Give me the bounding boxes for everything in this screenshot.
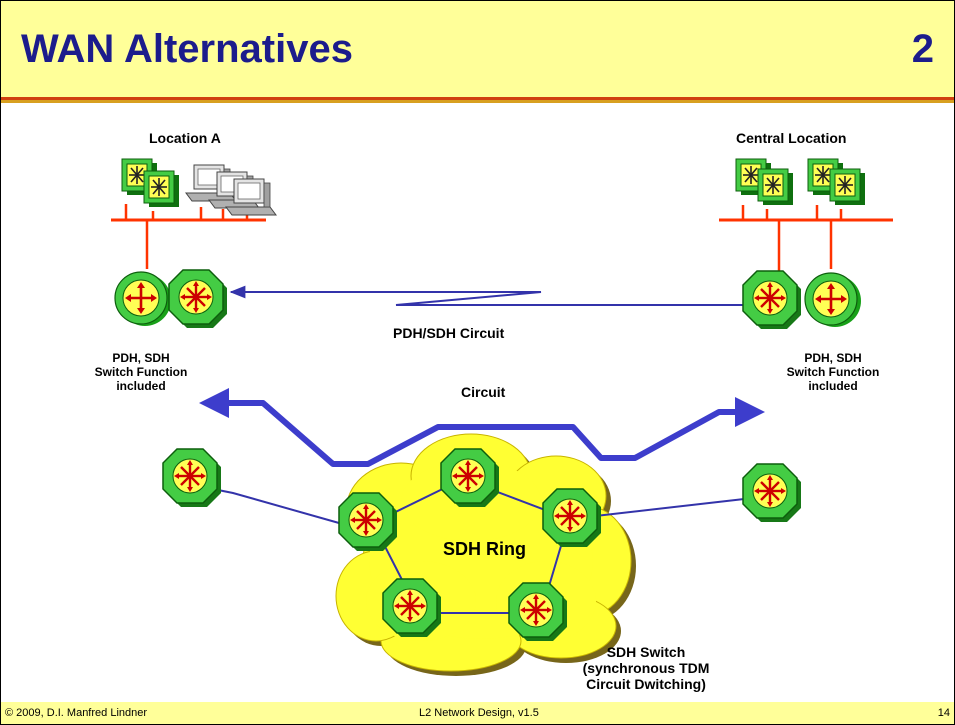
title-rule-gold bbox=[1, 100, 954, 103]
footer-course: L2 Network Design, v1.5 bbox=[419, 707, 539, 719]
outer-switch-left-icon bbox=[161, 447, 223, 509]
sdh-switch-caption-line: SDH Switch bbox=[606, 644, 686, 660]
footer-copyright: © 2009, D.I. Manfred Lindner bbox=[5, 707, 148, 719]
left-switch-caption: PDH, SDH Switch Function included bbox=[79, 351, 203, 393]
ring-switch-icon bbox=[381, 577, 443, 639]
pdh-sdh-circuit-link bbox=[229, 285, 743, 306]
central-location-lan bbox=[719, 158, 893, 271]
location-a-router-icon bbox=[113, 270, 173, 328]
left-switch-caption-line: Switch Function bbox=[94, 365, 188, 379]
sdh-switch-caption: SDH Switch (synchronous TDM Circuit Dwit… bbox=[566, 644, 726, 692]
circuit-label: Circuit bbox=[461, 384, 506, 400]
footer-page-number: 14 bbox=[937, 707, 950, 719]
slide-title: WAN Alternatives bbox=[21, 27, 353, 71]
ring-switch-icon bbox=[507, 581, 569, 643]
title-bar: WAN Alternatives 2 bbox=[1, 1, 954, 97]
left-switch-caption-line: PDH, SDH bbox=[112, 351, 170, 365]
location-a-switch-icon bbox=[167, 268, 229, 330]
right-switch-caption-line: PDH, SDH bbox=[804, 351, 862, 365]
sdh-ring-label: SDH Ring bbox=[443, 539, 526, 559]
pdh-sdh-circuit-label: PDH/SDH Circuit bbox=[393, 325, 505, 341]
location-a-lan bbox=[111, 158, 277, 269]
right-switch-caption-line: Switch Function bbox=[786, 365, 880, 379]
right-switch-caption: PDH, SDH Switch Function included bbox=[771, 351, 895, 393]
location-a-label: Location A bbox=[149, 130, 221, 146]
ring-switch-icon bbox=[541, 487, 603, 549]
ring-switch-icon bbox=[439, 447, 501, 509]
mux-icon bbox=[143, 170, 180, 208]
central-location-label: Central Location bbox=[736, 130, 847, 146]
ring-switch-icon bbox=[337, 491, 399, 553]
mux-icon bbox=[757, 168, 794, 206]
pc-icon bbox=[225, 178, 277, 216]
circuit-path bbox=[199, 388, 765, 467]
sdh-switch-caption-line: (synchronous TDM bbox=[582, 660, 710, 676]
central-router-icon bbox=[803, 271, 863, 329]
sdh-switch-caption-line: Circuit Dwitching) bbox=[586, 676, 706, 692]
mux-icon bbox=[829, 168, 866, 206]
outer-switch-right-icon bbox=[741, 462, 803, 524]
right-switch-caption-line: included bbox=[808, 379, 858, 393]
title-rule-red bbox=[1, 97, 954, 100]
footer-bar: © 2009, D.I. Manfred Lindner L2 Network … bbox=[1, 702, 954, 724]
central-switch-icon bbox=[741, 269, 803, 331]
left-switch-caption-line: included bbox=[116, 379, 166, 393]
slide-number: 2 bbox=[911, 27, 934, 71]
